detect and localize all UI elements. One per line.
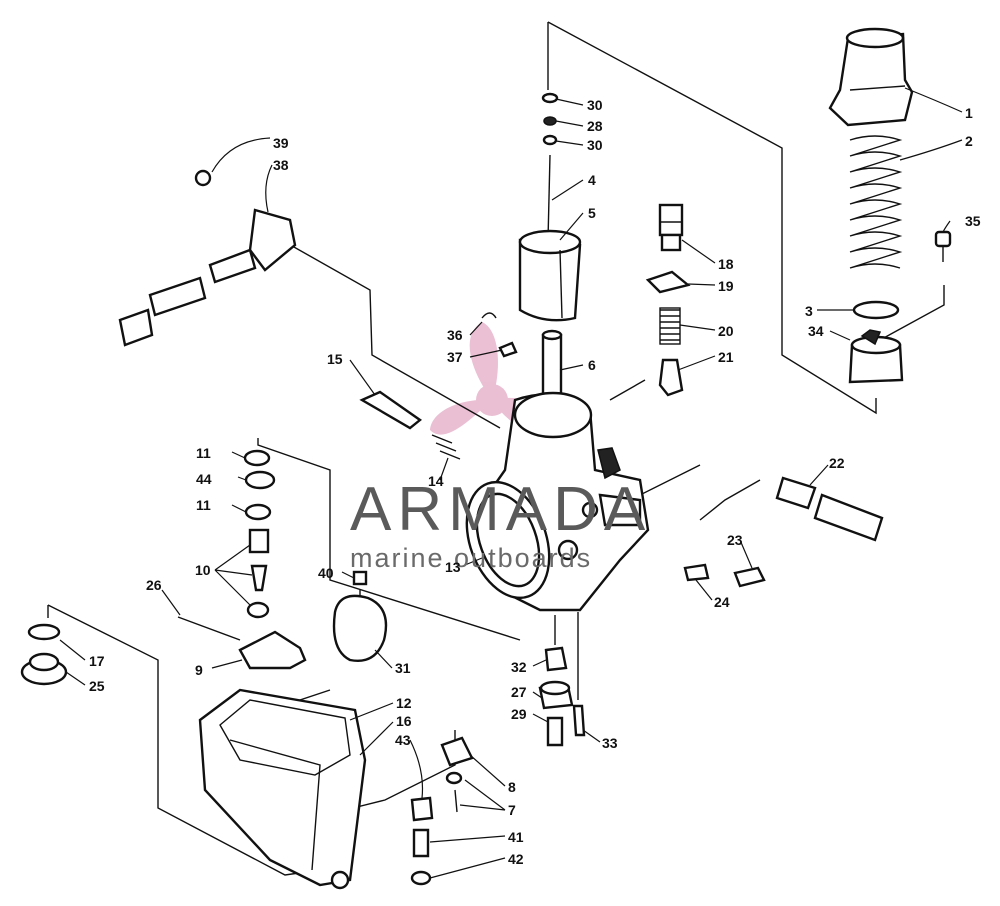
callout-32: 32 — [511, 659, 527, 675]
callout-42: 42 — [508, 851, 524, 867]
callout-8: 8 — [508, 779, 516, 795]
callout-35: 35 — [965, 213, 981, 229]
part-sleeve-41 — [412, 828, 430, 858]
part-throttle-valve — [518, 229, 582, 322]
callout-13: 13 — [445, 559, 461, 575]
callout-43: 43 — [395, 732, 411, 748]
callout-17: 17 — [89, 653, 105, 669]
callout-9: 9 — [195, 662, 203, 678]
callout-24: 24 — [714, 594, 730, 610]
part-gasket-37 — [498, 341, 518, 358]
callout-15: 15 — [327, 351, 343, 367]
part-pilot-jet-33 — [572, 704, 586, 737]
part-main-jet-32 — [544, 646, 568, 672]
part-valve-spring-20 — [659, 307, 681, 345]
part-needle — [547, 154, 551, 241]
callout-26: 26 — [146, 577, 162, 593]
part-gasket-17 — [27, 623, 61, 641]
callout-33: 33 — [602, 735, 618, 751]
callout-7: 7 — [508, 802, 516, 818]
part-nut-27 — [538, 680, 574, 710]
callout-23: 23 — [727, 532, 743, 548]
part-fuel-fitting — [658, 203, 684, 252]
part-cap-42 — [410, 870, 432, 886]
part-spring — [849, 135, 903, 269]
part-needle-jet — [541, 329, 563, 402]
callout-2: 2 — [965, 133, 973, 149]
callout-27: 27 — [511, 684, 527, 700]
callout-25: 25 — [89, 678, 105, 694]
part-clip-30-low — [542, 134, 558, 146]
part-jet-29 — [546, 716, 564, 747]
part-clip-30-top — [541, 92, 559, 104]
callout-28: 28 — [587, 118, 603, 134]
callout-44: 44 — [196, 471, 212, 487]
callout-20: 20 — [718, 323, 734, 339]
part-gasket-19 — [645, 270, 691, 294]
callout-1: 1 — [965, 105, 973, 121]
callout-6: 6 — [588, 357, 596, 373]
callout-14: 14 — [428, 473, 444, 489]
callout-5: 5 — [588, 205, 596, 221]
callout-39: 39 — [273, 135, 289, 151]
callout-22: 22 — [829, 455, 845, 471]
callout-38: 38 — [273, 157, 289, 173]
part-float-31 — [332, 594, 388, 662]
part-carburetor-body — [465, 391, 650, 612]
part-drain-plug-25 — [20, 652, 68, 686]
callout-31: 31 — [395, 660, 411, 676]
assembly-lines — [47, 21, 945, 876]
part-bracket-8 — [440, 736, 474, 767]
part-spring-24 — [683, 563, 710, 582]
part-jet-assembly-10 — [246, 528, 270, 619]
callout-10: 10 — [195, 562, 211, 578]
watermark-brand: ARMADA — [350, 475, 651, 544]
part-fuel-hose — [775, 476, 884, 542]
watermark-tagline: marine outboards — [350, 543, 592, 573]
callout-41: 41 — [508, 829, 524, 845]
part-ring-44 — [244, 470, 276, 490]
callout-19: 19 — [718, 278, 734, 294]
part-float-bowl — [198, 688, 367, 890]
callout-40: 40 — [318, 565, 334, 581]
part-float-arm-9 — [238, 630, 307, 670]
callout-labels: 1 2 3 4 5 6 7 8 9 10 11 11 12 13 14 15 1… — [89, 97, 981, 867]
part-screw-39 — [194, 169, 212, 187]
leader-lines — [59, 87, 963, 879]
part-washer-11a — [243, 449, 271, 467]
callout-11-top: 11 — [196, 445, 211, 461]
callout-34: 34 — [808, 323, 824, 339]
part-washer-3 — [852, 300, 900, 320]
callout-12: 12 — [396, 695, 412, 711]
part-float-valve-21 — [658, 358, 684, 397]
part-mixing-body-cap — [848, 329, 904, 384]
part-ring-28 — [543, 116, 557, 126]
callout-11-low: 11 — [196, 497, 211, 513]
part-float-pin-26 — [177, 616, 241, 641]
callout-18: 18 — [718, 256, 734, 272]
callout-16: 16 — [396, 713, 412, 729]
callout-30-low: 30 — [587, 137, 603, 153]
callout-30-top: 30 — [587, 97, 603, 113]
callout-37: 37 — [447, 349, 463, 365]
part-throttle-switch-38 — [118, 208, 297, 347]
part-washer-11b — [244, 503, 272, 521]
part-cap — [828, 27, 914, 127]
part-screw-7 — [445, 771, 463, 813]
callout-29: 29 — [511, 706, 527, 722]
part-air-screw-23 — [733, 566, 766, 588]
watermark-text: ARMADA marine outboards — [350, 475, 651, 573]
part-idle-screw-15 — [359, 390, 423, 430]
part-screw-43 — [410, 796, 434, 822]
callout-3: 3 — [805, 303, 813, 319]
callout-36: 36 — [447, 327, 463, 343]
callout-21: 21 — [718, 349, 734, 365]
callout-4: 4 — [588, 172, 596, 188]
part-clip-36 — [481, 312, 497, 319]
part-screw-35 — [934, 230, 952, 262]
part-screw-40 — [352, 570, 368, 586]
part-idle-spring-14 — [431, 434, 461, 460]
